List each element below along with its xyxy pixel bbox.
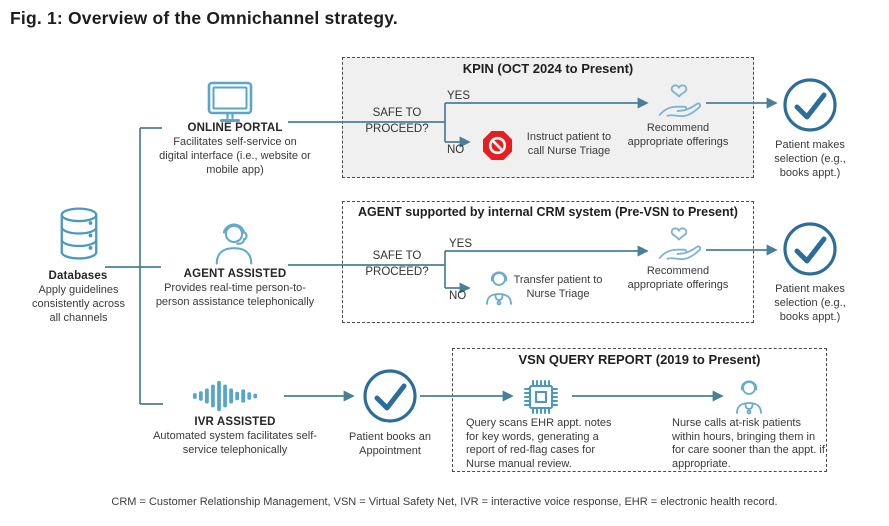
check-circle-icon [782, 221, 838, 282]
vsn-query-text: Query scans EHR appt. notes for key word… [466, 417, 612, 470]
stop-icon [483, 131, 512, 165]
kpin-box [342, 57, 754, 178]
agent-yes-label: YES [449, 238, 473, 250]
agent-no-action: Transfer patient to Nurse Triage [513, 274, 603, 300]
kpin-no-label: NO [447, 144, 465, 156]
databases-label: Databases [48, 270, 108, 282]
outcome-portal: Patient makes selection (e.g., books app… [774, 139, 846, 179]
check-circle-icon [362, 368, 418, 429]
soundwave-icon [190, 379, 262, 418]
hand-heart-icon [656, 83, 702, 128]
kpin-box-title: KPIN (OCT 2024 to Present) [462, 61, 634, 76]
online-portal-label: ONLINE PORTAL [187, 122, 283, 134]
ivr-assisted-label: IVR ASSISTED [194, 416, 276, 428]
abbreviation-legend: CRM = Customer Relationship Management, … [111, 496, 778, 508]
monitor-icon [206, 80, 254, 131]
vsn-nurse-text: Nurse calls at-risk patients within hour… [672, 417, 825, 470]
kpin-yes-label: YES [447, 90, 471, 102]
figure-title: Fig. 1: Overview of the Omnichannel stra… [10, 8, 398, 28]
check-circle-icon [782, 77, 838, 138]
chip-icon [521, 377, 561, 422]
nurse-icon [484, 268, 514, 311]
agent-safe-to-proceed: SAFE TO PROCEED? [365, 250, 429, 278]
online-portal-desc: Facilitates self-service on digital inte… [159, 136, 311, 176]
agent-assisted-label: AGENT ASSISTED [183, 268, 287, 280]
kpin-yes-action: Recommend appropriate offerings [627, 122, 729, 148]
agent-crm-box [342, 201, 754, 323]
agent-box-title: AGENT supported by internal CRM system (… [358, 205, 738, 219]
agent-no-label: NO [449, 290, 467, 302]
kpin-no-action: Instruct patient to call Nurse Triage [526, 131, 612, 157]
vsn-query-box [452, 348, 827, 472]
agent-yes-action: Recommend appropriate offerings [627, 265, 729, 291]
outcome-agent: Patient makes selection (e.g., books app… [774, 283, 846, 323]
database-icon [56, 206, 102, 267]
outcome-ivr: Patient books an Appointment [349, 431, 431, 457]
nurse-icon [734, 377, 764, 420]
kpin-safe-to-proceed: SAFE TO PROCEED? [365, 107, 429, 135]
ivr-assisted-desc: Automated system facilitates self-servic… [153, 430, 317, 456]
databases-desc: Apply guidelines consistently across all… [32, 284, 125, 324]
agent-assisted-desc: Provides real-time person-to-person assi… [155, 282, 315, 308]
vsn-box-title: VSN QUERY REPORT (2019 to Present) [518, 352, 761, 367]
hand-heart-icon [656, 226, 702, 271]
headset-agent-icon [212, 219, 256, 271]
